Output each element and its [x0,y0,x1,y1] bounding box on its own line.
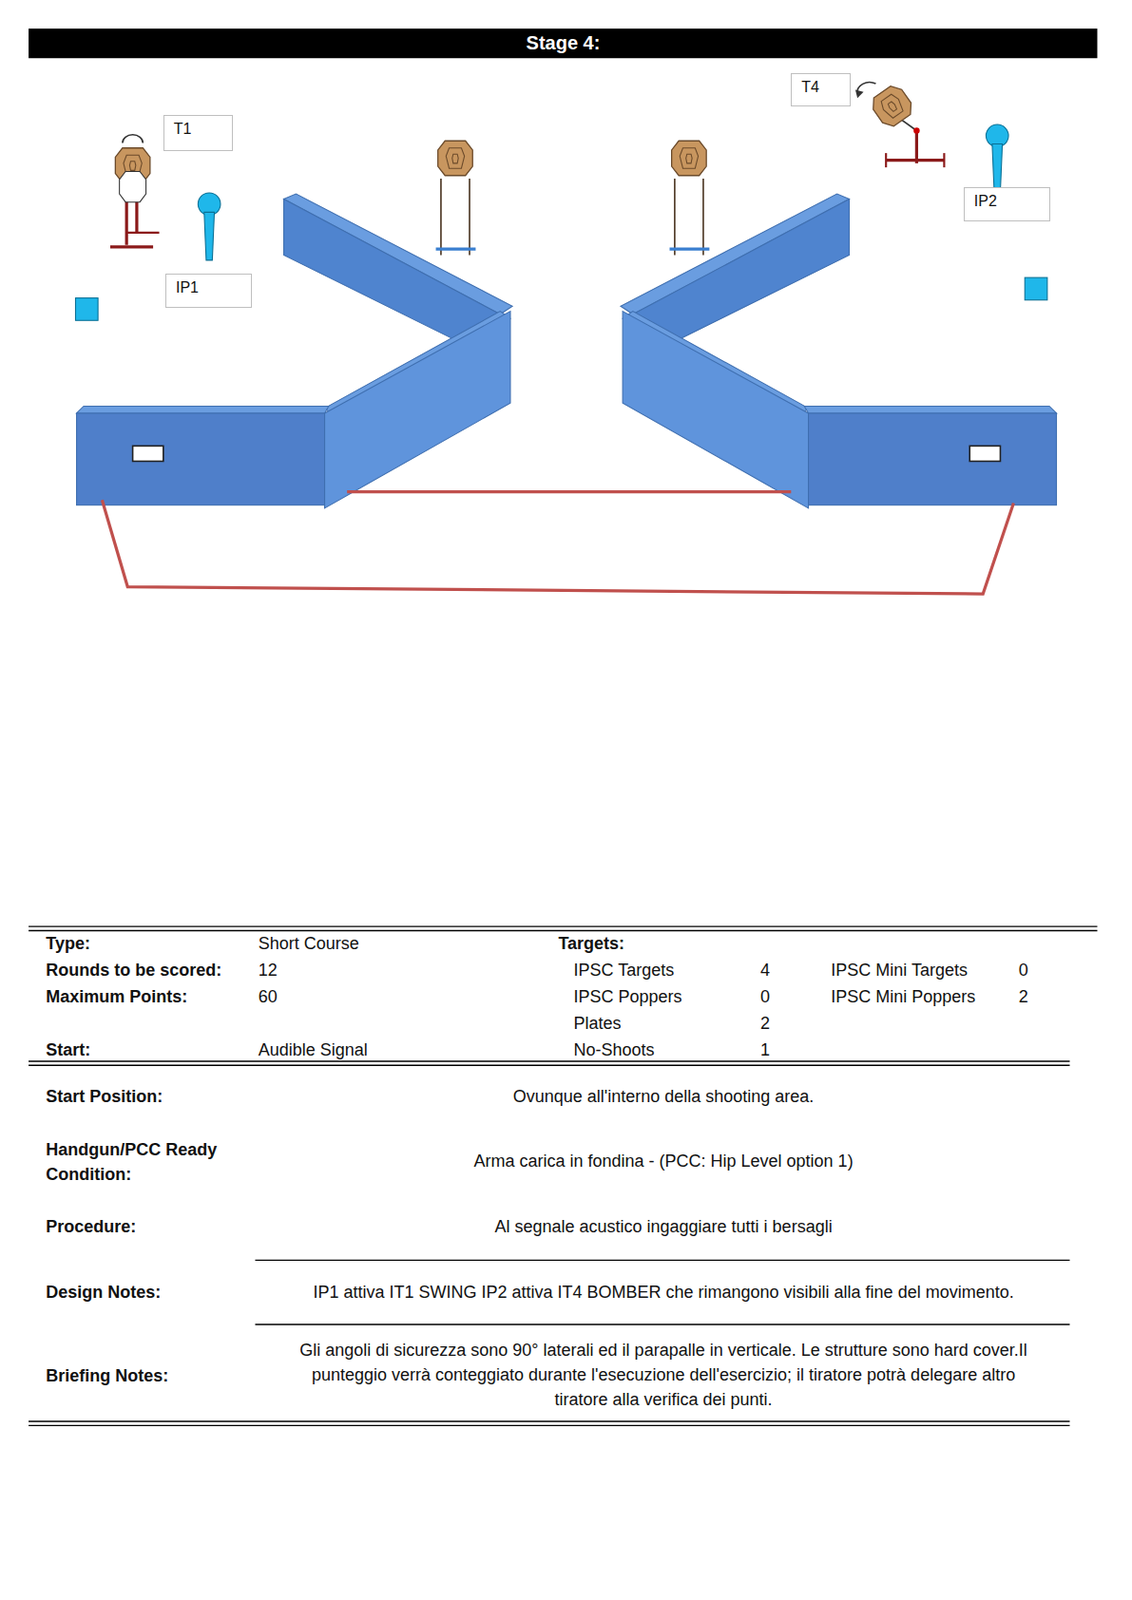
target-stands [436,140,710,255]
table-cell: 1 [760,1037,770,1063]
table-heading: Procedure: [45,1214,136,1240]
table-cell: 2 [760,1011,770,1037]
table-cell: Ovunque all'interno della shooting area. [254,1084,1073,1110]
popper-ip1 [197,192,221,261]
target-label: T1 [173,120,223,138]
table-heading: Handgun/PCC Ready Condition: [45,1137,236,1188]
table-cell: IPSC Poppers [574,984,683,1010]
table-cell: Al segnale acustico ingaggiare tutti i b… [254,1214,1073,1240]
table-cell: 0 [1018,958,1029,983]
table-cell: Gli angoli di sicurezza sono 90° lateral… [283,1337,1044,1412]
table-cell: 4 [760,958,770,983]
table-heading: Maximum Points: [45,984,188,1010]
table-heading: Targets: [557,931,625,957]
table-heading: Briefing Notes: [45,1363,169,1389]
table-heading: Type: [45,931,91,957]
table-cell: No-Shoots [574,1037,655,1063]
table-cell: 0 [760,984,770,1010]
table-cell: 12 [258,958,278,983]
target-t1 [110,134,160,248]
plate [1024,277,1048,301]
plate [75,298,98,322]
table-heading: Rounds to be scored: [45,958,222,983]
table-cell: IPSC Mini Poppers [830,984,976,1010]
target-label: IP1 [175,279,242,297]
target-label-box: IP1 [165,273,252,309]
target-label-box: T4 [790,73,850,106]
table-heading: Start: [45,1037,91,1063]
table-cell: Short Course [258,931,360,957]
target-label-box: T1 [163,115,233,152]
table-cell: IP1 attiva IT1 SWING IP2 attiva IT4 BOMB… [249,1280,1077,1305]
table-cell: 60 [258,984,278,1010]
table-cell: 2 [1018,984,1029,1010]
table-rules [28,926,1097,1426]
target-label: IP2 [974,192,1040,211]
table-heading: Design Notes: [45,1280,161,1305]
table-cell: Arma carica in fondina - (PCC: Hip Level… [254,1149,1073,1174]
wall [76,193,514,509]
table-cell: IPSC Mini Targets [830,958,968,983]
target-label: T4 [801,78,840,96]
table-cell: IPSC Targets [574,958,675,983]
table-cell: Plates [574,1011,622,1037]
stage-title: Stage 4: [28,28,1098,58]
table-cell: Audible Signal [258,1037,368,1063]
table-heading: Start Position: [45,1084,163,1110]
target-t4 [855,81,944,168]
target-label-box: IP2 [963,187,1051,223]
popper-ip2 [985,124,1009,192]
